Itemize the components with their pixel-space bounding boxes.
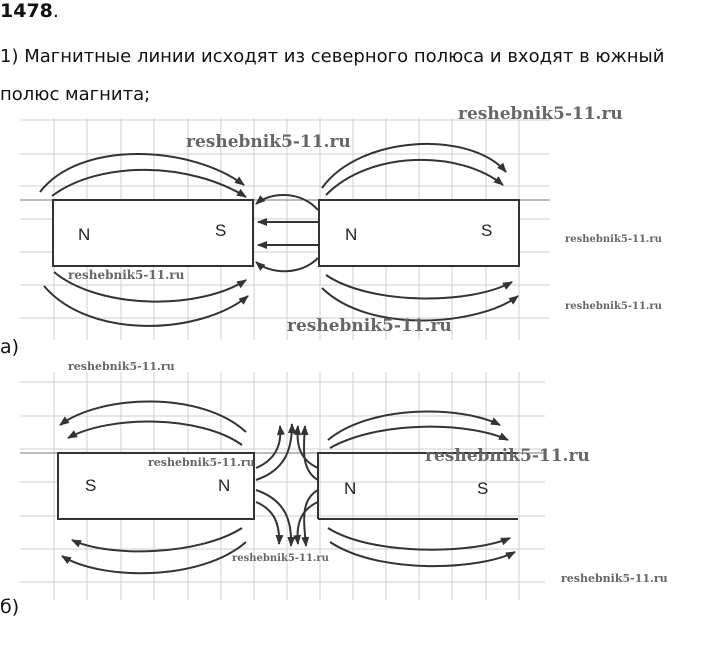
pole-b-left-n: N bbox=[218, 476, 230, 495]
pole-a-right-s: S bbox=[481, 221, 492, 240]
field-line-a9 bbox=[255, 193, 319, 211]
field-line-b14 bbox=[255, 489, 296, 547]
figure-b: S N N S reshebnik5-11.ru reshebn bbox=[0, 360, 706, 652]
field-line-a12 bbox=[255, 257, 319, 273]
figure-a-label: а) bbox=[0, 336, 20, 358]
figure-a: N S N S reshebnik5-11.ru reshebnik5-11.r… bbox=[0, 100, 706, 360]
field-line-b10 bbox=[255, 423, 296, 481]
watermark-b3: reshebnik5-11.ru bbox=[425, 446, 590, 466]
watermark-a1: reshebnik5-11.ru bbox=[458, 104, 623, 124]
pole-a-left-s: S bbox=[215, 221, 226, 240]
field-line-a3 bbox=[53, 271, 247, 303]
field-line-b12 bbox=[300, 425, 319, 481]
field-line-b3 bbox=[71, 527, 243, 553]
field-line-b7 bbox=[327, 527, 511, 551]
field-line-b16 bbox=[301, 489, 319, 547]
problem-number-suffix: . bbox=[52, 0, 59, 22]
field-line-b1 bbox=[67, 420, 243, 446]
field-line-a4 bbox=[43, 285, 249, 327]
answer-text: 1) Магнитные линии исходят из северного … bbox=[0, 46, 665, 105]
pole-b-left-s: S bbox=[85, 476, 96, 495]
field-line-a8 bbox=[321, 287, 519, 322]
field-line-b9 bbox=[255, 425, 285, 469]
figure-b-drawing: S N N S reshebnik5-11.ru reshebn bbox=[20, 360, 668, 600]
pole-a-left-n: N bbox=[78, 225, 90, 244]
watermark-a5: reshebnik5-11.ru bbox=[565, 301, 662, 312]
watermark-a2: reshebnik5-11.ru bbox=[186, 132, 351, 152]
field-line-b11 bbox=[293, 425, 319, 469]
watermark-a3: reshebnik5-11.ru bbox=[565, 234, 662, 245]
field-line-b8 bbox=[329, 541, 516, 568]
field-line-a1 bbox=[39, 153, 245, 193]
problem-number-value: 1478 bbox=[0, 0, 53, 22]
pole-a-right-n: N bbox=[345, 225, 357, 244]
field-line-b13 bbox=[255, 501, 284, 545]
watermark-b5: reshebnik5-11.ru bbox=[561, 572, 668, 585]
field-line-b15 bbox=[293, 501, 319, 545]
figure-b-label: б) bbox=[0, 596, 20, 618]
field-line-a6 bbox=[321, 142, 507, 189]
field-line-a5 bbox=[325, 158, 504, 196]
field-line-a7 bbox=[325, 274, 513, 300]
watermark-b2: reshebnik5-11.ru bbox=[148, 456, 255, 469]
watermark-b1: reshebnik5-11.ru bbox=[68, 360, 175, 373]
field-line-b5 bbox=[327, 410, 501, 441]
watermark-a6: reshebnik5-11.ru bbox=[287, 316, 452, 336]
pole-b-right-n: N bbox=[344, 479, 356, 498]
field-line-b6 bbox=[329, 425, 509, 449]
magnet-a-right bbox=[318, 199, 520, 267]
field-line-b4 bbox=[61, 541, 247, 575]
pole-b-right-s: S bbox=[477, 479, 488, 498]
problem-number: 1478. bbox=[0, 0, 59, 22]
field-line-b2 bbox=[59, 400, 247, 433]
figure-a-drawing: N S N S reshebnik5-11.ru reshebnik5-11.r… bbox=[20, 104, 662, 340]
magnet-b-right-outline bbox=[317, 452, 518, 519]
magnet-a-left bbox=[52, 199, 254, 267]
watermark-b4: reshebnik5-11.ru bbox=[232, 553, 329, 564]
magnet-b-left bbox=[57, 452, 255, 520]
watermark-a4: reshebnik5-11.ru bbox=[68, 268, 185, 282]
field-line-a2 bbox=[51, 168, 247, 198]
